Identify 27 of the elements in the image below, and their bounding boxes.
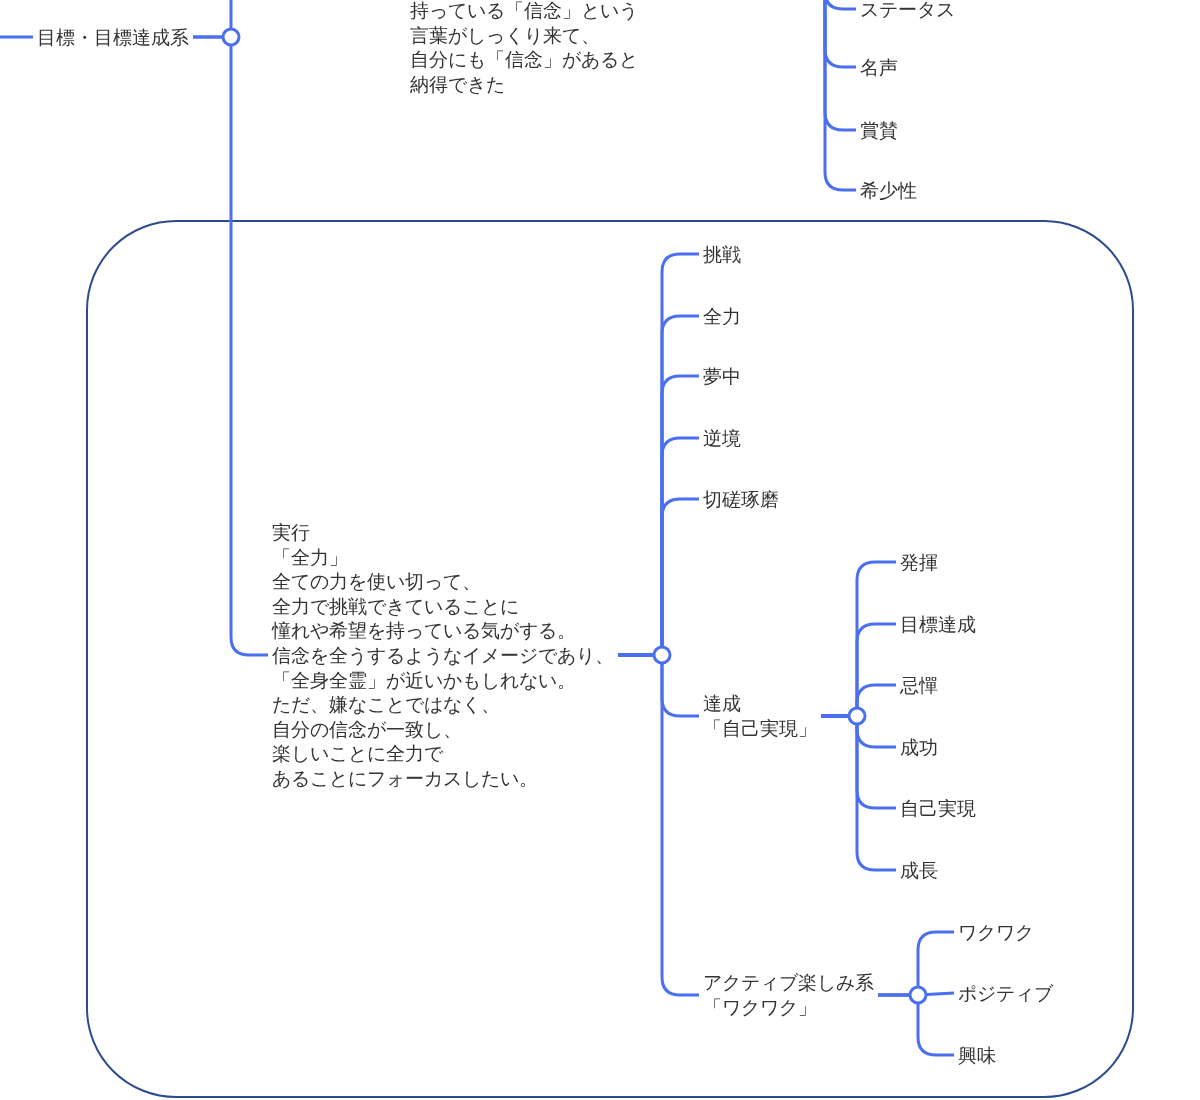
topic-label: 希少性 [856,177,921,203]
topic-label: 成長 [896,857,942,883]
topic-label: ステータス [856,0,959,22]
branch-line [0,35,33,39]
branch-line [878,993,954,1057]
topic-label: 発揮 [896,549,942,575]
topic-label: 目標達成 [896,611,980,637]
topic-label: ワクワク [954,919,1038,945]
topic-label: 逆境 [699,425,745,451]
topic-label: 目標・目標達成系 [33,24,193,50]
topic-label: 忌憚 [896,672,942,698]
topic-label: ポジティブ [954,980,1057,1006]
branch-line [823,0,856,192]
topic-label: 自己実現 [896,795,980,821]
note-text: 持っている「信念」という言葉がしっくり来て、自分にも「信念」があると納得できた [409,0,639,97]
topic-label: 名声 [856,54,902,80]
topic-label: 挑戦 [699,241,745,267]
topic-label: アクティブ楽しみ系「ワクワク」 [699,970,878,1020]
topic-note: 実行「全力」全ての力を使い切って、全力で挑戦できていることに憧れや希望を持っている気がする。信念を全うするようなイメージであり、「全身全霊」が近いかもしれない。ただ、嫌なことではなく、自分の信念が一致し、楽しいことに全力であることにフォーカスしたい。 [268,519,618,791]
topic-label: 賞賛 [856,117,902,143]
topic-label: 興味 [954,1042,1000,1068]
topic-label: 切磋琢磨 [699,486,783,512]
topic-label: 成功 [896,734,942,760]
branch-line [193,35,268,657]
topic-label: 夢中 [699,363,745,389]
topic-label: 全力 [699,303,745,329]
topic-label: 達成「自己実現」 [699,691,821,741]
